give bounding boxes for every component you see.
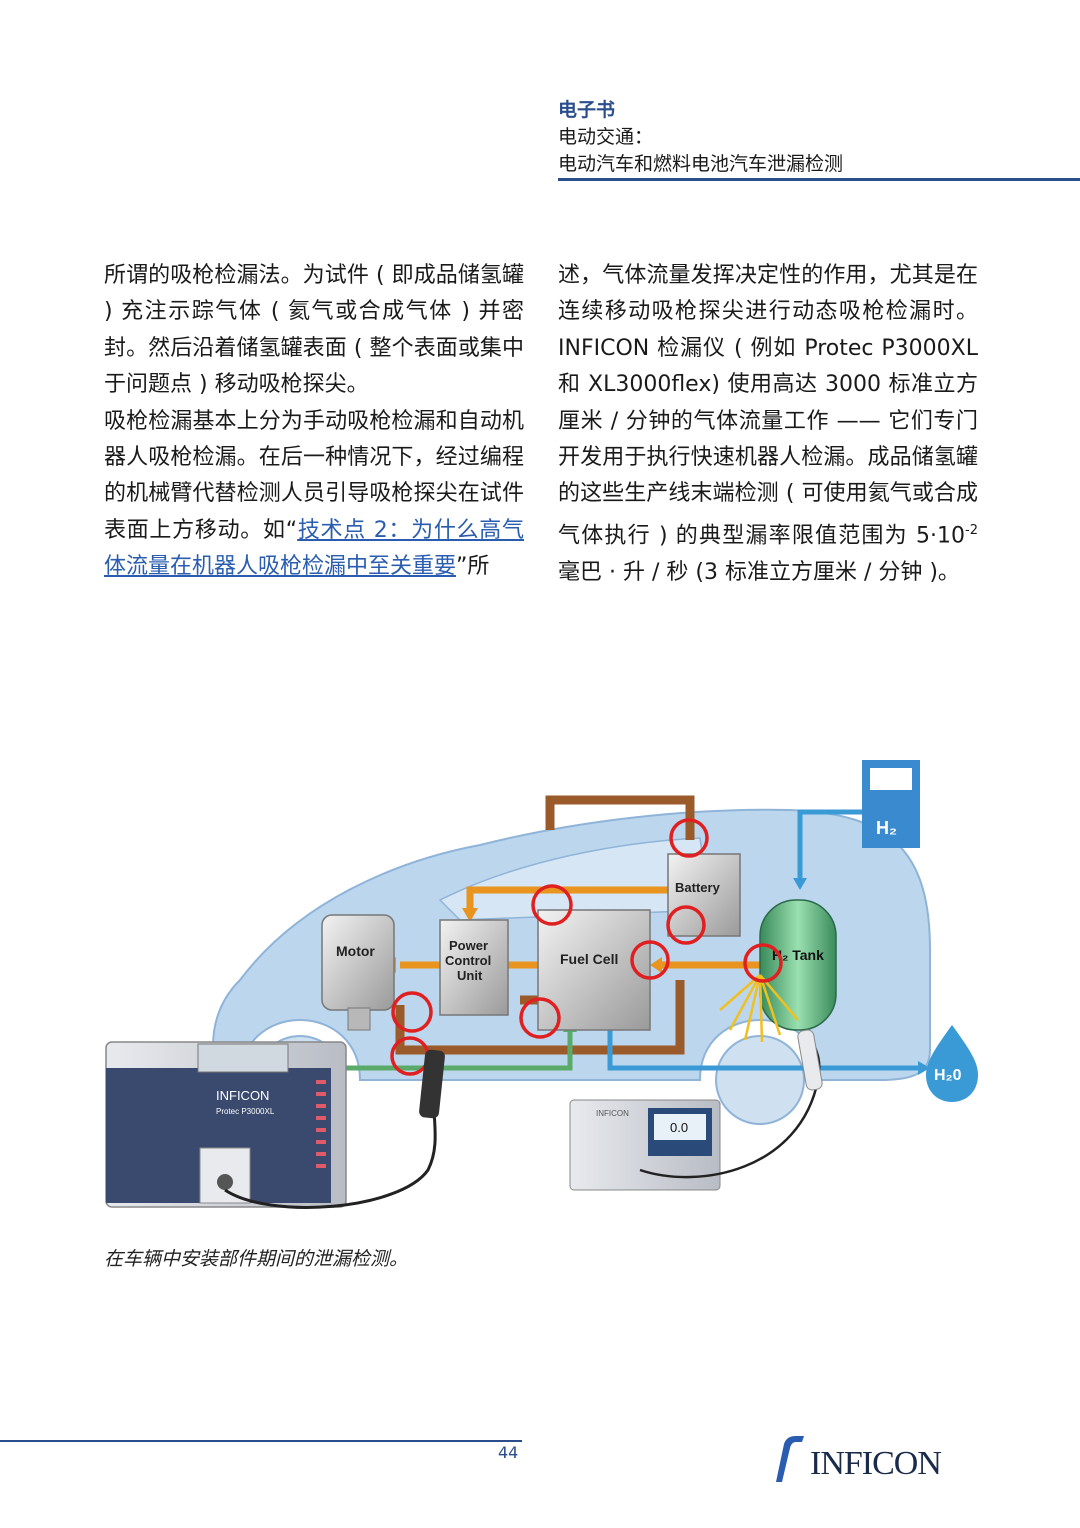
header-title: 电动汽车和燃料电池汽车泄漏检测 <box>558 153 844 175</box>
arrow-head <box>793 878 807 890</box>
rear-wheel <box>715 1035 805 1125</box>
inficon-logo-mark <box>776 1436 804 1482</box>
probe-hose-left <box>224 1109 437 1209</box>
water-drop <box>926 1025 978 1102</box>
inficon-logo-text: INFICON <box>810 1445 941 1482</box>
ebook-label: 电子书 <box>558 99 616 121</box>
page-number: 44 <box>498 1443 519 1462</box>
green-line <box>340 1030 573 1071</box>
figure-caption: 在车辆中安装部件期间的泄漏检测。 <box>104 1248 409 1270</box>
arrow-head <box>650 957 662 973</box>
left-paragraph-2-text: 吸枪检漏基本上分为手动吸枪检漏和自动机器人吸枪检漏。在后一种情况下，经过编程的机… <box>104 408 524 543</box>
leak-points <box>390 818 783 1076</box>
right-paragraph-1: 述，气体流量发挥决定性的作用，尤其是在连续移动吸枪探尖进行动态吸枪检漏时。INF… <box>558 258 978 591</box>
motor <box>321 914 395 1011</box>
device-model: Protec P3000XL <box>216 1107 275 1116</box>
h2-tank-label: H₂ Tank <box>772 947 824 963</box>
motor-label: Motor <box>336 943 375 959</box>
refuel-line <box>797 809 878 880</box>
vehicle-leak-diagram: H₂ H₂0 Motor Power Control Unit Fuel Cel… <box>105 760 978 1209</box>
exponent: -2 <box>965 522 978 538</box>
pcu-label-3: Unit <box>457 968 483 983</box>
small-device-brand: INFICON <box>596 1109 629 1118</box>
left-column: 所谓的吸枪检漏法。为试件 ( 即成品储氢罐 ) 充注示踪气体 ( 氦气或合成气体… <box>104 258 524 586</box>
right-column: 述，气体流量发挥决定性的作用，尤其是在连续移动吸枪探尖进行动态吸枪检漏时。INF… <box>558 258 978 591</box>
pcu-label-2: Control <box>445 953 491 968</box>
left-paragraph-1: 所谓的吸枪检漏法。为试件 ( 即成品储氢罐 ) 充注示踪气体 ( 氦气或合成气体… <box>104 263 524 398</box>
device-brand: INFICON <box>216 1088 269 1103</box>
arrow-head <box>462 908 478 922</box>
power-flow-battery <box>466 886 670 910</box>
leak-spray <box>719 974 799 1043</box>
header-divider <box>558 178 1080 181</box>
header-subtitle: 电动交通： <box>558 126 654 148</box>
right-paragraph-1-tail: 毫巴 · 升 / 秒 (3 标准立方厘米 / 分钟 )。 <box>558 559 960 585</box>
pcu-label-1: Power <box>449 938 488 953</box>
h2-station-label: H₂ <box>876 818 897 838</box>
left-paragraph-2: 吸枪检漏基本上分为手动吸枪检漏和自动机器人吸枪检漏。在后一种情况下，经过编程的机… <box>104 404 524 586</box>
right-paragraph-1-text: 述，气体流量发挥决定性的作用，尤其是在连续移动吸枪探尖进行动态吸枪检漏时。INF… <box>558 263 978 549</box>
tech-point-2-link[interactable]: 技术点 2：为什么高气体流量在机器人吸枪检漏中至关重要 <box>104 517 524 580</box>
arrow-head <box>918 1061 930 1075</box>
power-control-unit <box>439 919 509 1016</box>
battery-label: Battery <box>675 880 721 895</box>
left-paragraph-2-tail: ”所 <box>456 554 490 580</box>
inficon-logo: INFICON <box>776 1436 942 1482</box>
fuel-cell-label: Fuel Cell <box>560 951 618 967</box>
readout-value: 0.0 <box>670 1120 688 1135</box>
header: 电子书 电动交通： 电动汽车和燃料电池汽车泄漏检测 <box>558 96 1080 178</box>
footer-divider <box>0 1440 522 1442</box>
sniffer-probe-right <box>797 1029 823 1091</box>
water-label: H₂0 <box>934 1067 962 1084</box>
sniffer-probe-left <box>419 1049 445 1119</box>
car-window <box>438 837 711 921</box>
